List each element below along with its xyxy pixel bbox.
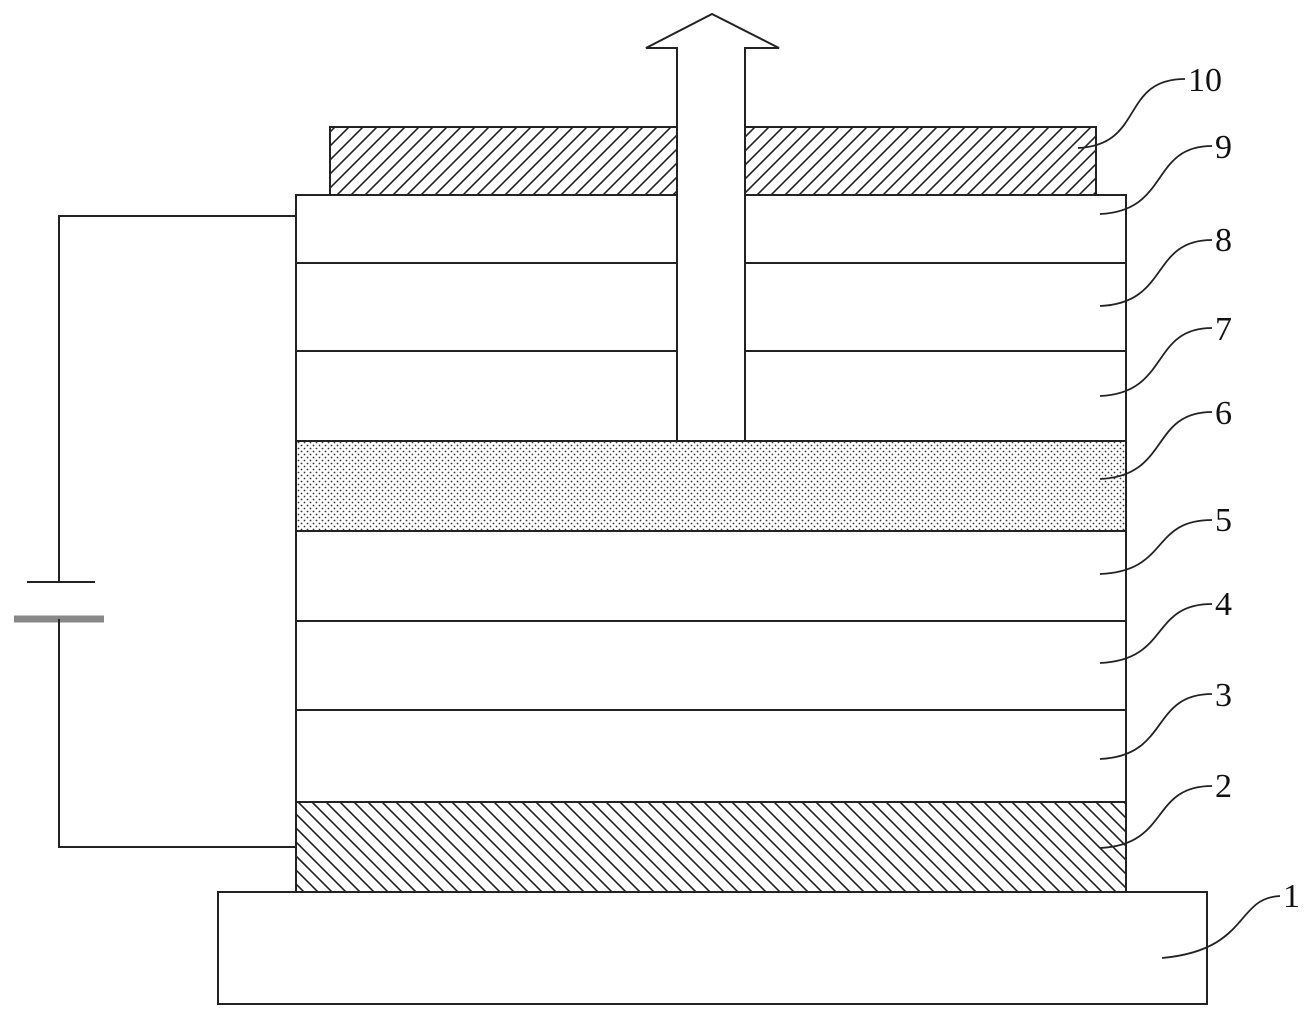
label-2: 2 — [1215, 768, 1232, 805]
leader-line-10 — [1077, 78, 1186, 149]
layer-5 — [295, 530, 1127, 622]
leader-line-7 — [1099, 327, 1213, 397]
leader-line-6 — [1099, 411, 1213, 480]
layer-4 — [295, 620, 1127, 711]
label-5: 5 — [1215, 502, 1232, 539]
up-arrow-icon — [645, 12, 780, 442]
leader-line-4 — [1099, 603, 1213, 664]
battery-icon — [14, 215, 296, 848]
layer-2-bottom-electrode — [295, 801, 1127, 893]
leader-line-2 — [1099, 785, 1213, 849]
leader-line-8 — [1099, 239, 1213, 307]
label-4: 4 — [1215, 586, 1232, 623]
leader-line-3 — [1099, 693, 1213, 760]
circuit-wire-bottom — [58, 619, 296, 848]
layer-1-substrate — [217, 891, 1208, 1005]
leader-line-9 — [1099, 145, 1213, 215]
label-1: 1 — [1283, 878, 1300, 915]
label-3: 3 — [1215, 677, 1232, 714]
layer-3 — [295, 709, 1127, 803]
label-6: 6 — [1215, 395, 1232, 432]
circuit-wire-top — [58, 215, 296, 582]
leader-line-5 — [1099, 519, 1213, 575]
layer-6-dotted — [295, 440, 1127, 532]
label-10: 10 — [1188, 62, 1222, 99]
leader-line-1 — [1161, 895, 1281, 959]
label-8: 8 — [1215, 222, 1232, 259]
label-9: 9 — [1215, 129, 1232, 166]
label-7: 7 — [1215, 311, 1232, 348]
